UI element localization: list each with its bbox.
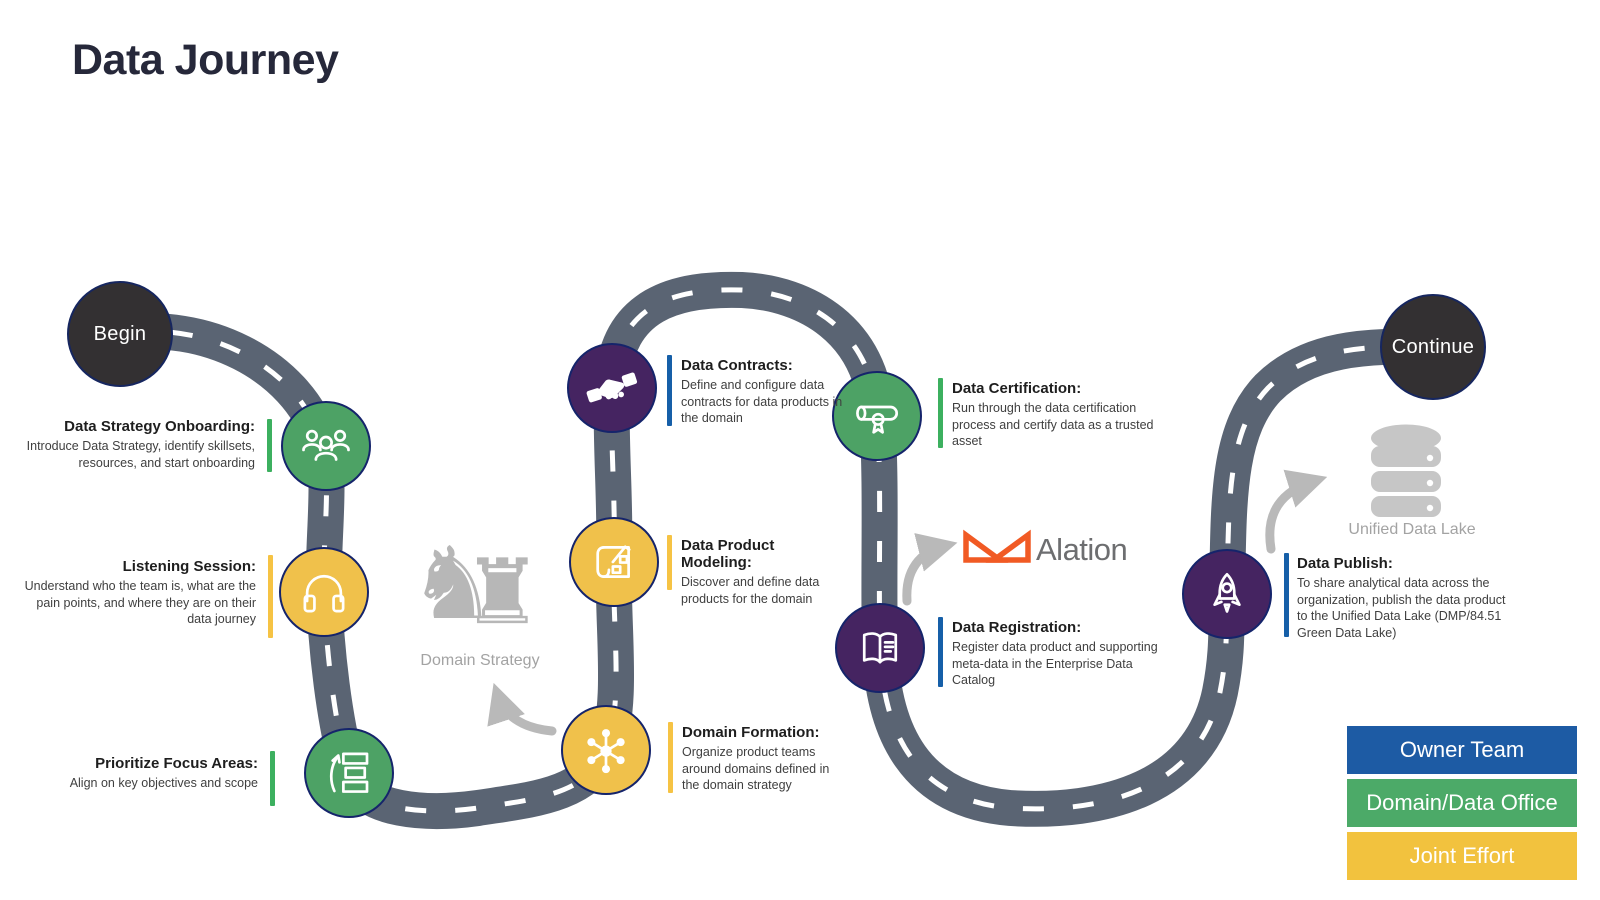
- stop-title: Data Certification:: [952, 380, 1082, 397]
- legend-label: Joint Effort: [1409, 843, 1515, 868]
- stop-text-prioritize-focus-areas: Prioritize Focus Areas: Align on key obj…: [30, 755, 258, 792]
- continue-label: Continue: [1391, 335, 1475, 358]
- accent-bar-data-publish: [1284, 553, 1289, 637]
- stop-description: Introduce Data Strategy, identify skills…: [26, 439, 255, 470]
- accent-bar-listening-session: [268, 555, 273, 638]
- accent-bar-data-contracts: [667, 355, 672, 426]
- legend-label: Domain/Data Office: [1366, 790, 1558, 815]
- begin-circle: Begin: [67, 281, 173, 387]
- stop-title: Domain Formation:: [682, 724, 820, 741]
- legend-joint-effort: Joint Effort: [1347, 832, 1577, 880]
- stop-text-listening-session: Listening Session: Understand who the te…: [18, 558, 256, 628]
- page-title: Data Journey: [72, 36, 339, 84]
- stop-description: Organize product teams around domains de…: [682, 745, 830, 792]
- stop-text-data-publish: Data Publish: To share analytical data a…: [1297, 555, 1512, 641]
- stop-circle-data-product-modeling: [569, 517, 659, 607]
- alation-wordmark: Alation: [1036, 532, 1128, 567]
- legend-domain-data-office: Domain/Data Office: [1347, 779, 1577, 827]
- stop-description: Register data product and supporting met…: [952, 640, 1158, 687]
- curved-arrow-to-alation-icon: [902, 533, 958, 606]
- stop-text-data-product-modeling: Data Product Modeling: Discover and defi…: [681, 537, 843, 607]
- stop-title: Listening Session:: [122, 558, 256, 575]
- accent-bar-data-strategy-onboarding: [267, 419, 272, 472]
- knight-chess-icon: ♞: [408, 528, 498, 640]
- accent-bar-data-registration: [938, 617, 943, 687]
- prioritize-list-icon: [329, 752, 369, 793]
- stop-title: Data Registration:: [952, 619, 1082, 636]
- stop-text-data-contracts: Data Contracts: Define and configure dat…: [681, 357, 853, 427]
- blueprint-icon: [596, 545, 631, 578]
- continue-circle: Continue: [1380, 294, 1486, 400]
- stop-circle-data-publish: [1182, 549, 1272, 639]
- curved-arrow-to-domain-strategy-icon: [487, 682, 557, 736]
- stop-title: Data Contracts:: [681, 357, 793, 374]
- stop-title: Data Product Modeling:: [681, 537, 775, 571]
- stop-description: Run through the data certification proce…: [952, 401, 1154, 448]
- domain-strategy-label: Domain Strategy: [420, 652, 540, 669]
- people-icon: [302, 429, 350, 461]
- accent-bar-data-certification: [938, 378, 943, 448]
- stop-text-data-strategy-onboarding: Data Strategy Onboarding: Introduce Data…: [22, 418, 255, 471]
- handshake-icon: [586, 372, 638, 403]
- stop-text-data-registration: Data Registration: Register data product…: [952, 619, 1167, 689]
- open-book-icon: [862, 632, 898, 664]
- stop-title: Prioritize Focus Areas:: [95, 755, 258, 772]
- stop-circle-domain-formation: [561, 705, 651, 795]
- road-center-dashes: [121, 287, 1434, 814]
- stop-circle-listening-session: [279, 547, 369, 637]
- curved-arrow-to-data-lake-icon: [1265, 469, 1328, 554]
- stop-circle-data-registration: [835, 603, 925, 693]
- stop-description: To share analytical data across the orga…: [1297, 576, 1506, 640]
- unified-data-lake-label: Unified Data Lake: [1348, 521, 1476, 538]
- stop-circle-data-contracts: [567, 343, 657, 433]
- stop-description: Define and configure data contracts for …: [681, 378, 843, 425]
- stop-circle-prioritize-focus-areas: [304, 728, 394, 818]
- accent-bar-data-product-modeling: [667, 535, 672, 590]
- headphones-icon: [303, 574, 345, 613]
- accent-bar-domain-formation: [668, 722, 673, 793]
- stop-description: Understand who the team is, what are the…: [24, 579, 256, 626]
- begin-label: Begin: [93, 322, 147, 345]
- legend-owner-team: Owner Team: [1347, 726, 1577, 774]
- stop-title: Data Publish:: [1297, 555, 1393, 572]
- rocket-icon: [1213, 572, 1241, 613]
- network-hub-icon: [587, 729, 625, 774]
- stop-description: Align on key objectives and scope: [69, 776, 258, 790]
- legend-label: Owner Team: [1399, 737, 1525, 762]
- stop-circle-data-certification: [832, 371, 922, 461]
- stop-text-domain-formation: Domain Formation: Organize product teams…: [682, 724, 850, 794]
- certificate-icon: [856, 405, 899, 434]
- rook-chess-icon: ♜: [462, 543, 543, 643]
- accent-bar-prioritize-focus-areas: [270, 751, 275, 806]
- stop-title: Data Strategy Onboarding:: [64, 418, 255, 435]
- database-icon: [1371, 424, 1441, 517]
- alation-logo-icon: [963, 529, 1031, 563]
- stop-text-data-certification: Data Certification: Run through the data…: [952, 380, 1177, 450]
- stop-circle-data-strategy-onboarding: [281, 401, 371, 491]
- stop-description: Discover and define data products for th…: [681, 575, 820, 606]
